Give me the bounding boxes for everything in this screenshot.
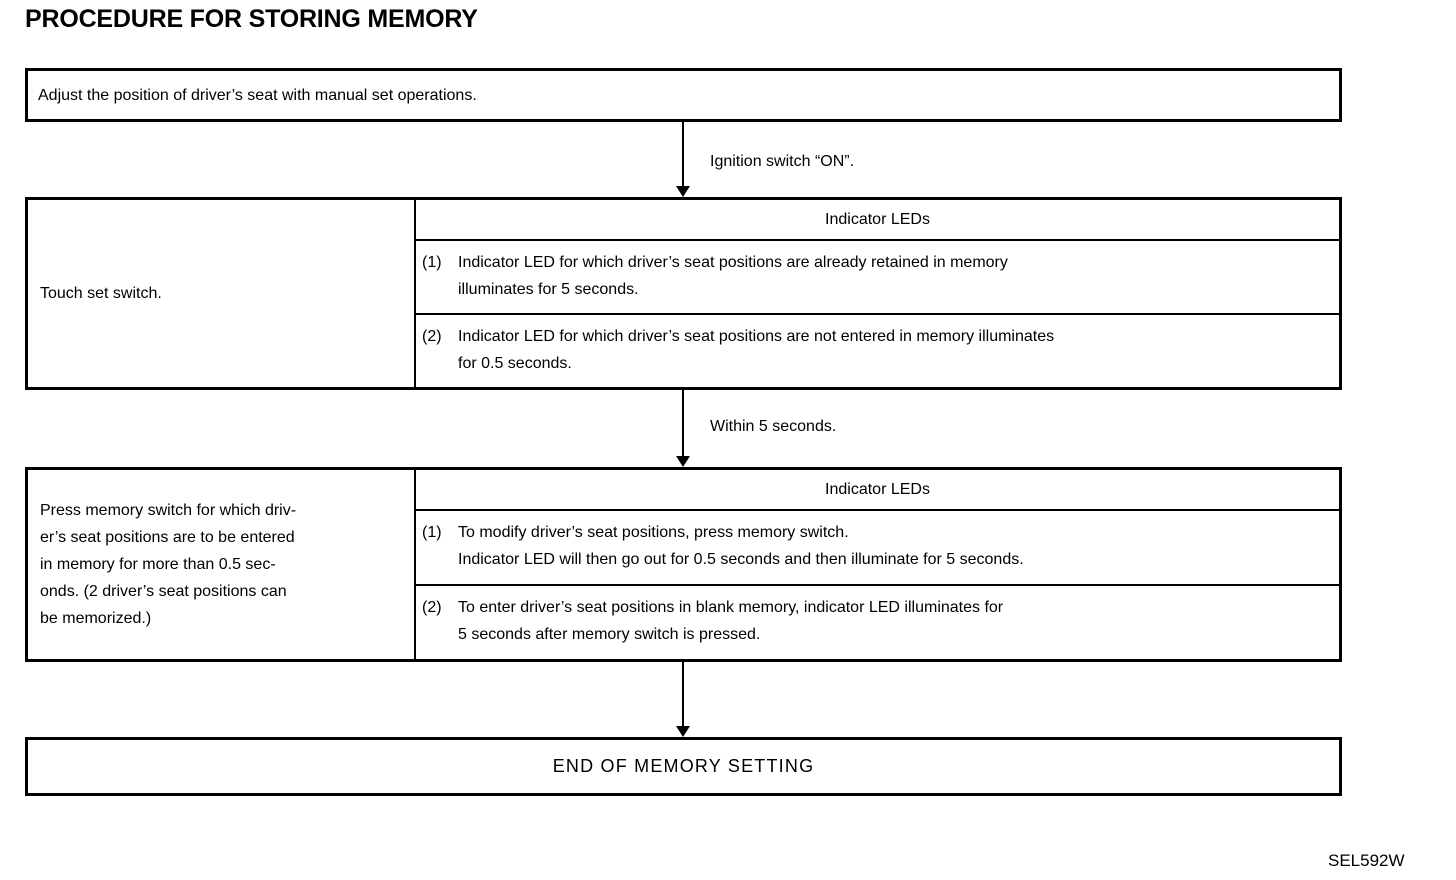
step3-row1-text: To modify driver’s seat positions, press… <box>458 519 1331 573</box>
step2-left-cell: Touch set switch. <box>28 200 416 387</box>
step3-left-line4: onds. (2 driver’s seat positions can <box>40 583 287 600</box>
step2-touch-set-switch-box: Touch set switch. Indicator LEDs (1) Ind… <box>25 197 1342 390</box>
figure-code: SEL592W <box>1328 851 1405 870</box>
step3-row2-text: To enter driver’s seat positions in blan… <box>458 594 1331 648</box>
step2-led-row-1: (1) Indicator LED for which driver’s sea… <box>416 241 1339 313</box>
step2-indicator-led-table: Indicator LEDs (1) Indicator LED for whi… <box>416 200 1339 387</box>
step3-row2-line2: 5 seconds after memory switch is pressed… <box>458 626 761 643</box>
step3-row1-line1: To modify driver’s seat positions, press… <box>458 524 849 541</box>
step3-left-cell: Press memory switch for which driv- er’s… <box>28 470 416 659</box>
step2-row1-line1: Indicator LED for which driver’s seat po… <box>458 254 1008 271</box>
step2-indicator-leds-header: Indicator LEDs <box>416 200 1339 241</box>
step3-indicator-leds-header: Indicator LEDs <box>416 470 1339 511</box>
step3-row1-marker: (1) <box>422 524 442 541</box>
step3-left-line5: be memorized.) <box>40 610 152 627</box>
step1-text: Adjust the position of driver’s seat wit… <box>38 86 477 104</box>
flow-arrow-3-line <box>682 662 684 727</box>
step3-led-row-2: (2) To enter driver’s seat positions in … <box>416 584 1339 659</box>
step3-indicator-led-table: Indicator LEDs (1) To modify driver’s se… <box>416 470 1339 659</box>
step2-row2-text: Indicator LED for which driver’s seat po… <box>458 323 1331 377</box>
page-title: PROCEDURE FOR STORING MEMORY <box>25 5 478 33</box>
step3-press-memory-switch-box: Press memory switch for which driv- er’s… <box>25 467 1342 662</box>
step3-row1-line2: Indicator LED will then go out for 0.5 s… <box>458 551 1024 568</box>
step2-row1-line2: illuminates for 5 seconds. <box>458 281 639 298</box>
step2-left-text: Touch set switch. <box>40 285 162 302</box>
step3-left-line1: Press memory switch for which driv- <box>40 502 297 519</box>
step3-led-row-1: (1) To modify driver’s seat positions, p… <box>416 511 1339 584</box>
end-of-memory-setting-box: END OF MEMORY SETTING <box>25 737 1342 796</box>
flow-arrow-2-line <box>682 390 684 457</box>
step2-row2-line1: Indicator LED for which driver’s seat po… <box>458 328 1055 345</box>
step2-row1-marker: (1) <box>422 254 442 271</box>
step3-left-line2: er’s seat positions are to be entered <box>40 529 295 546</box>
flow-arrow-1-head <box>676 186 690 197</box>
step2-row1-text: Indicator LED for which driver’s seat po… <box>458 249 1331 303</box>
step2-row2-marker: (2) <box>422 328 442 345</box>
step3-row2-marker: (2) <box>422 599 442 616</box>
flow-arrow-3-head <box>676 726 690 737</box>
flow-arrow-2-label: Within 5 seconds. <box>710 418 837 435</box>
flow-arrow-2-head <box>676 456 690 467</box>
end-box-text: END OF MEMORY SETTING <box>552 756 815 776</box>
flow-arrow-1-label: Ignition switch “ON”. <box>710 153 855 170</box>
flow-arrow-1-line <box>682 121 684 188</box>
step1-adjust-seat-box: Adjust the position of driver’s seat wit… <box>25 68 1342 122</box>
step2-led-row-2: (2) Indicator LED for which driver’s sea… <box>416 313 1339 387</box>
step2-row2-line2: for 0.5 seconds. <box>458 355 572 372</box>
step3-row2-line1: To enter driver’s seat positions in blan… <box>458 599 1004 616</box>
step3-left-line3: in memory for more than 0.5 sec- <box>40 556 276 573</box>
